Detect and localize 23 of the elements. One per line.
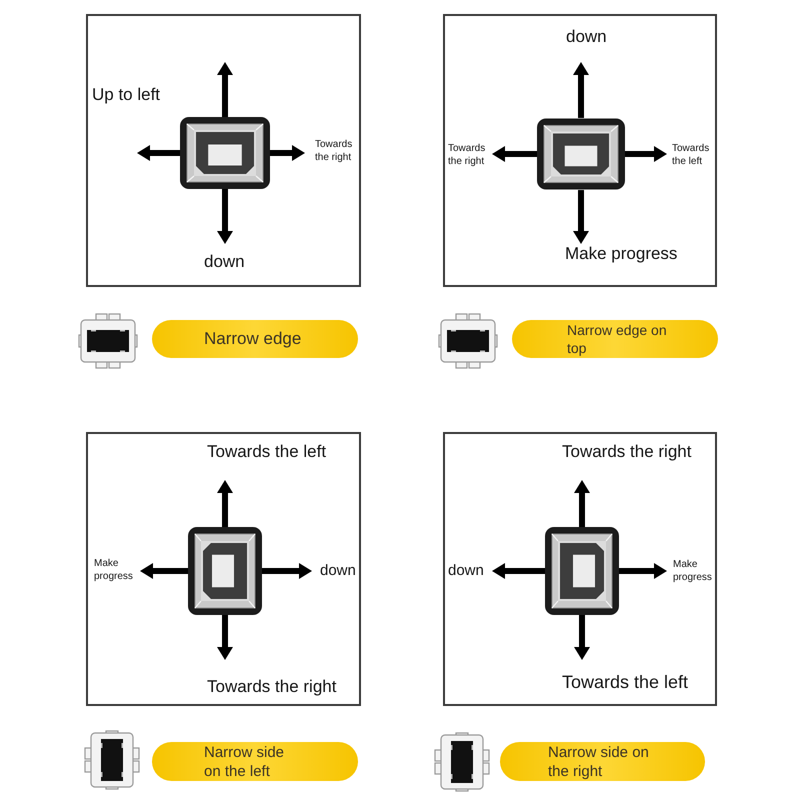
orientation-tag: Narrow edge	[152, 320, 358, 358]
direction-label: down	[566, 27, 607, 48]
orientation-tag: Narrow edge on top	[512, 320, 718, 358]
diagram-panel	[86, 432, 361, 706]
direction-label: Up to left	[92, 85, 160, 106]
direction-label: Towards the right	[315, 138, 354, 164]
diagram-panel	[443, 14, 717, 287]
direction-label: Towards the left	[562, 672, 688, 694]
diagram-panel	[86, 14, 361, 287]
direction-label: Make progress	[673, 558, 713, 584]
direction-label: Towards the right	[562, 442, 692, 462]
direction-label: Make progress	[94, 557, 134, 583]
direction-label: down	[320, 562, 356, 580]
orientation-tag: Narrow side on the right	[500, 742, 705, 781]
direction-label: down	[448, 562, 484, 580]
diagram-panel	[443, 432, 717, 706]
direction-label: Towards the left	[672, 142, 710, 168]
direction-label: Towards the right	[448, 142, 486, 168]
direction-label: down	[204, 252, 245, 272]
orientation-tag: Narrow side on the left	[152, 742, 358, 781]
direction-label: Towards the left	[207, 442, 326, 462]
direction-label: Towards the right	[207, 677, 336, 698]
direction-label: Make progress	[565, 244, 678, 264]
